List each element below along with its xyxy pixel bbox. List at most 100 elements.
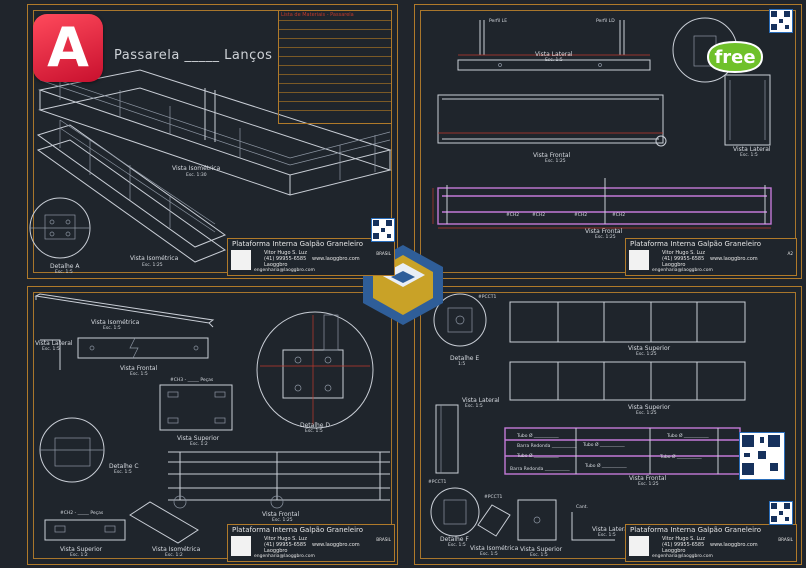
- title-block: Plataforma Interna Galpão Graneleiro Vit…: [625, 524, 797, 562]
- view-label: Vista Frontal: [262, 511, 300, 518]
- autocad-icon: A: [33, 14, 103, 82]
- view-label: Vista Isométrica: [172, 165, 221, 172]
- view-scale: Esc. 1:25: [142, 262, 163, 268]
- detail-e-circle: [433, 293, 487, 347]
- view-scale: Esc. 1:25: [595, 234, 616, 240]
- view-label: Vista Frontal: [120, 365, 158, 372]
- view-scale: Esc. 1:30: [186, 172, 207, 178]
- tube-callout: Tubo Ø ___________: [584, 462, 627, 469]
- view-label: Vista Superior: [520, 546, 563, 553]
- view-scale: Esc. 1:5: [130, 371, 148, 377]
- angle-lateral: [571, 512, 615, 541]
- detail-a-circle: [29, 197, 91, 259]
- side-view-right: [724, 74, 771, 146]
- view-label: Vista Lateral: [592, 526, 630, 533]
- part-code: #CH2: [612, 212, 625, 218]
- top-view-frame-1: [509, 301, 746, 343]
- part-callout: #CH2 - _____ Peças: [60, 510, 104, 516]
- free-badge-label: free: [714, 47, 755, 68]
- bracket-isometric: [477, 504, 511, 537]
- tube-callout: Barra Redonda ___________: [517, 443, 577, 449]
- tube-callout: Barra Redonda ___________: [510, 466, 570, 472]
- view-scale: Esc. 1:5: [480, 551, 498, 557]
- sheet-bottom-left: [27, 286, 398, 565]
- view-label: Vista Superior: [628, 404, 671, 411]
- view-label: Vista Superior: [628, 345, 671, 352]
- tube-callout: Tubo Ø ___________: [516, 432, 559, 439]
- view-scale: Esc. 1:25: [545, 158, 566, 164]
- part-callout: #PCCT1: [484, 494, 503, 500]
- qr-code-icon[interactable]: [769, 501, 793, 525]
- materials-table: Lista de Materiais - Passarela: [278, 10, 392, 124]
- view-scale: Esc. 1:2: [70, 552, 88, 558]
- view-scale: Esc. 1:25: [272, 517, 293, 523]
- walkway-isometric-top: [38, 69, 392, 196]
- sheet-bottom-right: [414, 286, 802, 565]
- view-scale: Esc. 1:5: [448, 542, 466, 548]
- lateral-angle: [40, 339, 61, 370]
- plate-ch2: [44, 519, 126, 541]
- company-logo-icon: [231, 250, 251, 270]
- view-scale: Esc. 1:5: [305, 428, 323, 434]
- tube-callout: Tubo Ø ___________: [666, 432, 709, 439]
- qr-code-icon[interactable]: [739, 432, 785, 480]
- part-callout: Cant.: [576, 504, 588, 510]
- profile-label: Perfil LE: [489, 18, 507, 24]
- title-block: Plataforma Interna Galpão Graneleiro Vit…: [625, 238, 797, 276]
- part-code: #CH2: [506, 212, 519, 218]
- lateral-column: [435, 404, 459, 474]
- view-label: Detalhe E: [450, 355, 479, 362]
- view-label: Detalhe D: [300, 422, 330, 429]
- view-scale: Esc. 1:5: [598, 532, 616, 538]
- part-callout: #PCCT1: [428, 479, 447, 485]
- tube-callout: Tubo Ø ___________: [516, 452, 559, 459]
- view-scale: Esc. 1:5: [103, 325, 121, 331]
- company-logo-icon: [629, 536, 649, 556]
- view-scale: Esc. 1:5: [545, 57, 563, 63]
- view-label: Detalhe A: [50, 263, 80, 270]
- base-plate-top: [517, 499, 557, 541]
- frontal-frame-upper: [437, 94, 667, 147]
- view-label: Vista Isométrica: [91, 319, 140, 326]
- plate-ch3: [159, 384, 233, 431]
- detail-d-circle: [256, 311, 374, 429]
- view-scale: Esc. 1:25: [638, 481, 659, 487]
- beam-isometric: [34, 293, 215, 328]
- view-scale: Esc. 1:5: [55, 269, 73, 275]
- view-label: Detalhe F: [440, 536, 469, 543]
- part-code: #CH2: [532, 212, 545, 218]
- part-code: #CH2: [574, 212, 587, 218]
- view-label: Vista Isométrica: [130, 255, 179, 262]
- plate-isometric: [129, 501, 199, 544]
- view-label: Vista Frontal: [533, 152, 571, 159]
- view-scale: Esc. 1:2: [190, 441, 208, 447]
- view-scale: Esc. 1:5: [42, 346, 60, 352]
- view-scale: Esc. 1:25: [636, 351, 657, 357]
- detail-c-circle: [39, 417, 105, 483]
- qr-code-icon[interactable]: [769, 9, 793, 33]
- view-scale: Esc. 1:2: [165, 552, 183, 558]
- materials-table-header: Lista de Materiais - Passarela: [281, 12, 354, 18]
- part-callout: #CH3 - _____ Peças: [170, 377, 214, 383]
- view-label: Vista Frontal: [629, 475, 667, 482]
- title-block: Plataforma Interna Galpão Graneleiro Vit…: [227, 524, 395, 562]
- company-logo-icon: [629, 250, 649, 270]
- view-label: Vista Frontal: [585, 228, 623, 235]
- frontal-beam: [77, 337, 209, 359]
- view-scale: Esc. 1:5: [114, 469, 132, 475]
- drawing-title: Passarela _____ Lanços: [114, 48, 273, 63]
- view-scale: Esc. 1:5: [530, 552, 548, 558]
- detail-f-circle: [430, 487, 480, 537]
- view-scale: Esc. 1:25: [636, 410, 657, 416]
- view-label: Detalhe C: [109, 463, 139, 470]
- view-label: Vista Lateral: [462, 397, 500, 404]
- qr-code-icon[interactable]: [371, 218, 395, 242]
- view-label: Vista Lateral: [35, 340, 73, 347]
- company-logo-icon: [231, 536, 251, 556]
- title-block: Plataforma Interna Galpão Graneleiro Vit…: [227, 238, 395, 276]
- view-label: Vista Isométrica: [152, 546, 201, 553]
- view-label: Vista Lateral: [535, 51, 573, 58]
- tube-callout: Tubo Ø ___________: [659, 453, 702, 460]
